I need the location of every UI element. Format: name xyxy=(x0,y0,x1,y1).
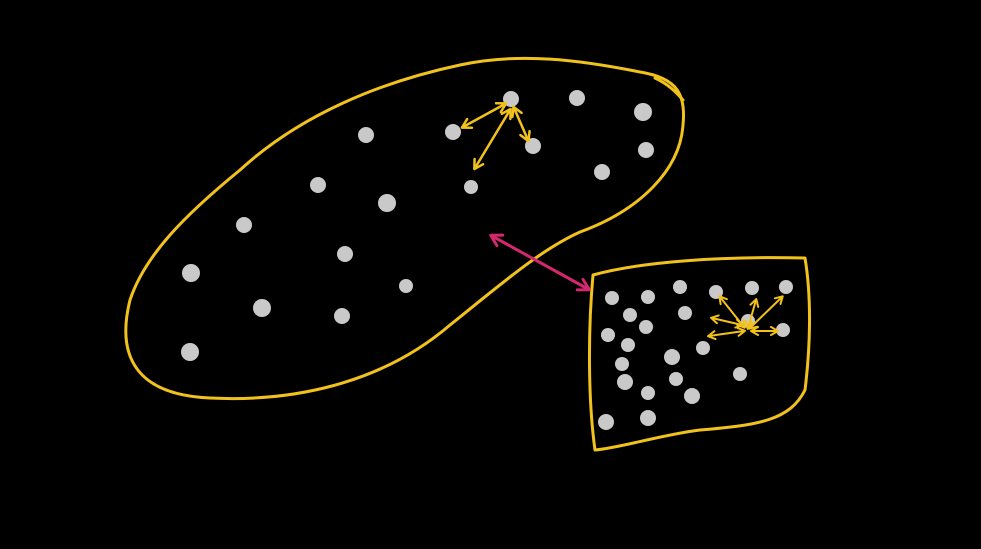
data-point xyxy=(623,308,637,322)
small-cluster-boundary xyxy=(587,256,811,452)
large-cluster-boundary-flick xyxy=(653,76,685,102)
data-point xyxy=(253,299,271,317)
data-point xyxy=(696,341,710,355)
large-cluster-boundary xyxy=(124,56,686,401)
data-point xyxy=(358,127,374,143)
small-cluster-intra-arrows xyxy=(707,295,784,341)
data-point xyxy=(569,90,585,106)
data-point xyxy=(182,264,200,282)
data-point xyxy=(776,323,790,337)
data-point xyxy=(634,103,652,121)
data-point xyxy=(779,280,793,294)
data-point xyxy=(684,388,700,404)
intra-distance-arrow xyxy=(748,295,784,330)
data-point xyxy=(181,343,199,361)
data-point xyxy=(605,291,619,305)
data-point xyxy=(621,338,635,352)
intra-distance-arrow xyxy=(511,105,531,143)
data-point xyxy=(334,308,350,324)
data-point xyxy=(594,164,610,180)
data-point xyxy=(236,217,252,233)
data-point xyxy=(378,194,396,212)
data-point xyxy=(664,349,680,365)
data-point xyxy=(617,374,633,390)
intra-distance-arrow xyxy=(710,314,744,329)
intra-distance-arrow xyxy=(473,107,512,171)
inter-cluster-distance-arrow xyxy=(489,233,591,292)
large-cluster-intra-arrows xyxy=(460,101,531,171)
data-point xyxy=(678,306,692,320)
data-point xyxy=(445,124,461,140)
data-point xyxy=(337,246,353,262)
data-point xyxy=(310,177,326,193)
data-point xyxy=(640,410,656,426)
data-point xyxy=(745,281,759,295)
intra-distance-arrow xyxy=(707,326,746,341)
large-cluster-points xyxy=(181,90,654,361)
data-point xyxy=(464,180,478,194)
data-point xyxy=(601,328,615,342)
data-point xyxy=(673,280,687,294)
data-point xyxy=(733,367,747,381)
data-point xyxy=(641,386,655,400)
data-point xyxy=(598,414,614,430)
data-point xyxy=(399,279,413,293)
data-point xyxy=(639,320,653,334)
data-point xyxy=(615,357,629,371)
data-point xyxy=(641,290,655,304)
data-point xyxy=(638,142,654,158)
data-point xyxy=(669,372,683,386)
intra-distance-arrow xyxy=(460,101,508,130)
small-cluster-points xyxy=(598,280,793,430)
